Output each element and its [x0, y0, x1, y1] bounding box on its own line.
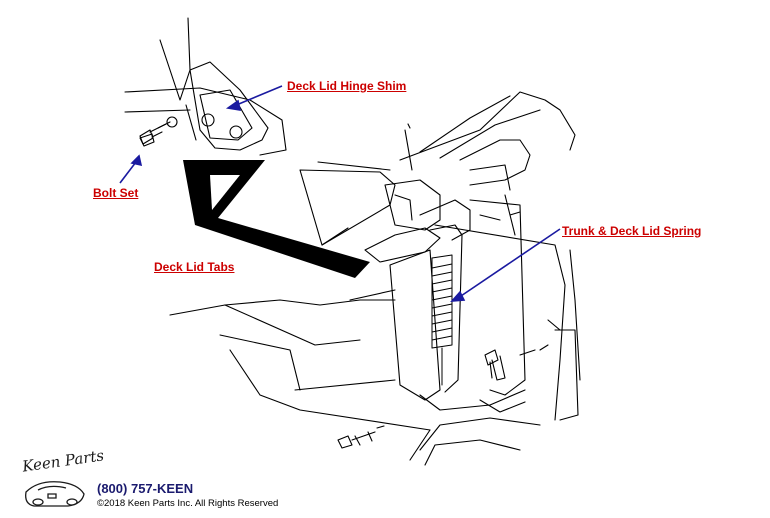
direction-arrow — [183, 160, 370, 278]
rear-body-upper — [399, 91, 576, 236]
phone-number[interactable]: (800) 757-KEEN — [97, 481, 194, 496]
callout-trunk-deck-lid-spring[interactable]: Trunk & Deck Lid Spring — [562, 224, 702, 238]
quarter-panel — [434, 224, 581, 421]
bolt-set — [139, 123, 167, 147]
trunk-floor — [169, 289, 541, 466]
callout-bolt-set[interactable]: Bolt Set — [93, 186, 139, 200]
hinge-inset — [124, 17, 287, 156]
leader-lines — [119, 85, 561, 302]
hinge-spring-assembly — [364, 179, 526, 413]
copyright-text: ©2018 Keen Parts Inc. All Rights Reserve… — [97, 498, 279, 509]
callout-deck-lid-hinge-shim[interactable]: Deck Lid Hinge Shim — [287, 79, 407, 93]
callout-deck-lid-tabs[interactable]: Deck Lid Tabs — [154, 260, 235, 274]
lower-bolt — [337, 425, 385, 449]
keen-parts-logo — [25, 481, 85, 507]
deck-lid-panel — [299, 161, 396, 246]
coil-spring — [431, 254, 453, 386]
